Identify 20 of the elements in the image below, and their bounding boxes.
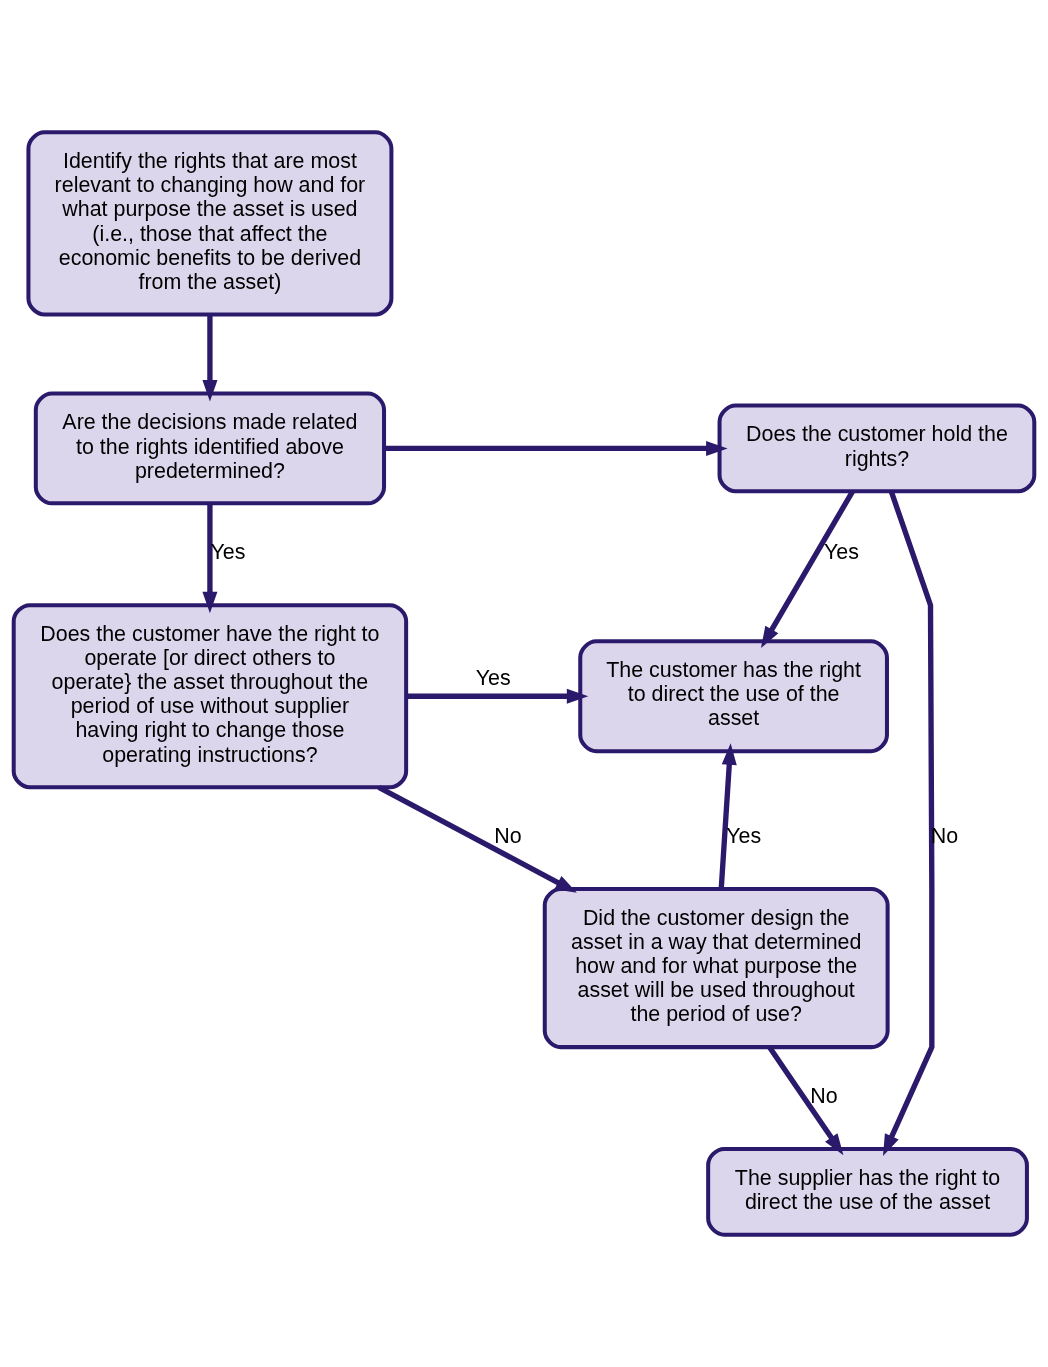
node-box: The supplier has the right to direct the use of the asset <box>706 1146 1029 1237</box>
node-box: The customer has the right to direct the use of the asset <box>578 639 889 754</box>
arrow <box>377 785 577 893</box>
arrow <box>202 503 218 614</box>
arrow <box>760 490 855 649</box>
node-box: Are the decisions made related to the rights identified above predetermined? <box>33 391 387 506</box>
arrow <box>406 688 589 704</box>
node-box: Does the customer hold the rights? <box>717 403 1037 494</box>
edge-label: Yes <box>726 824 762 849</box>
edge-label: No <box>810 1084 838 1109</box>
arrow <box>718 743 737 890</box>
edge-label: No <box>494 824 522 849</box>
arrow <box>384 440 728 456</box>
edge-label: Yes <box>823 540 859 565</box>
edge-label: Yes <box>475 666 511 691</box>
node-box: Identify the rights that are most relevant to changing how and for what purpose the asset is used (i.e., those that affect the economic benefits to be derived from the asset) <box>26 130 394 317</box>
arrow <box>202 314 218 402</box>
arrow <box>883 490 935 1156</box>
node-box: Does the customer have the right to operate [or direct others to operate} the asset throughout the period of use without supplier having right to change those operating instructions? <box>11 603 409 790</box>
node-box: Did the customer design the asset in a way that determined how and for what purpose the asset will be used throughout the period of use? <box>542 887 890 1050</box>
